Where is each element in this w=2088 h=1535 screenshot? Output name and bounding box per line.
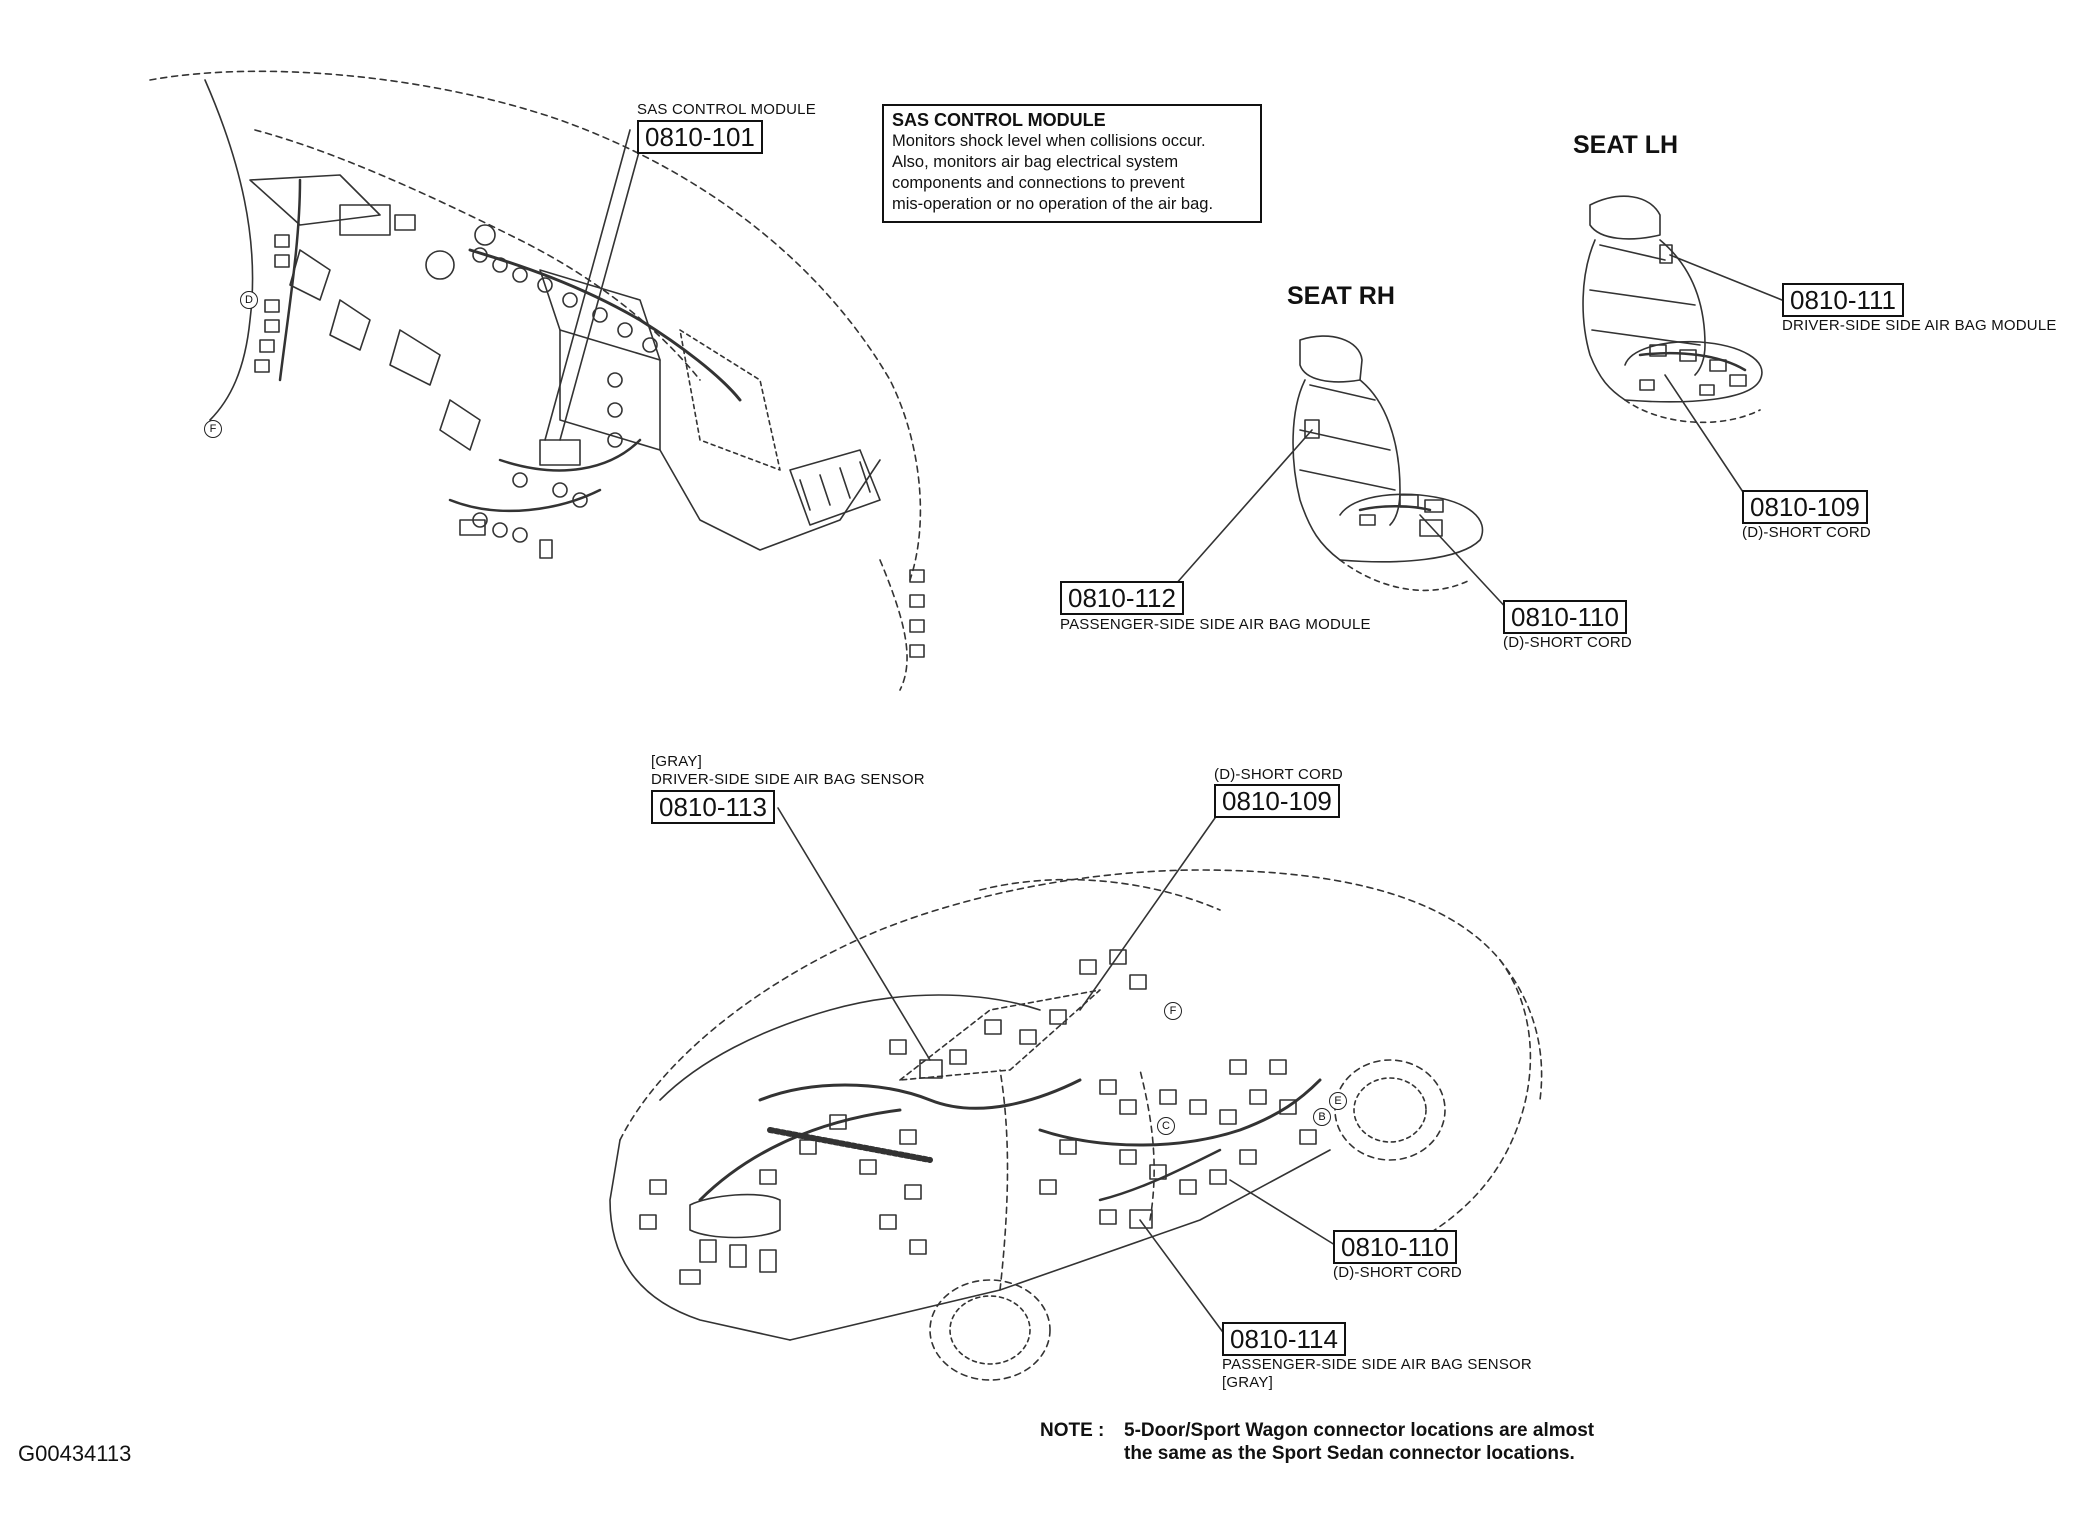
info-box-line-4: mis-operation or no operation of the air… bbox=[892, 195, 1214, 213]
driver-side-air-bag-module-label: DRIVER-SIDE SIDE AIR BAG MODULE bbox=[1782, 317, 2057, 334]
figure-id: G00434113 bbox=[18, 1441, 132, 1466]
info-box-line-1: Monitors shock level when collisions occ… bbox=[892, 132, 1206, 150]
short-cord-label-seat-rh: (D)-SHORT CORD bbox=[1503, 634, 1632, 651]
sas-control-module-label: SAS CONTROL MODULE bbox=[637, 101, 816, 118]
dashboard-illustration bbox=[149, 70, 925, 691]
note-key: NOTE : bbox=[1040, 1420, 1105, 1441]
passenger-side-air-bag-sensor-label: PASSENGER-SIDE SIDE AIR BAG SENSOR bbox=[1222, 1356, 1532, 1373]
info-box-line-2: Also, monitors air bag electrical system bbox=[892, 153, 1179, 171]
connector-code-0810-109-seat: 0810-109 bbox=[1742, 490, 1868, 524]
sas-info-box: SAS CONTROL MODULE Monitors shock level … bbox=[882, 104, 1262, 223]
marker-e-car: E bbox=[1329, 1092, 1347, 1110]
seat-rh-heading: SEAT RH bbox=[1287, 282, 1395, 310]
connector-code-0810-110-seat: 0810-110 bbox=[1503, 600, 1627, 634]
connector-code-0810-109-car: 0810-109 bbox=[1214, 784, 1340, 818]
connector-code-0810-110-car: 0810-110 bbox=[1333, 1230, 1457, 1264]
note-block: NOTE : 5-Door/Sport Wagon connector locat… bbox=[1040, 1419, 1594, 1465]
connector-code-0810-111: 0810-111 bbox=[1782, 283, 1905, 317]
note-line-2: the same as the Sport Sedan connector lo… bbox=[1124, 1443, 1575, 1464]
note-line-1: 5-Door/Sport Wagon connector locations a… bbox=[1124, 1420, 1595, 1441]
marker-c-car: C bbox=[1157, 1117, 1175, 1135]
driver-sensor-color-label: [GRAY] bbox=[651, 753, 702, 770]
seat-lh-heading: SEAT LH bbox=[1573, 131, 1679, 159]
driver-side-air-bag-sensor-label: DRIVER-SIDE SIDE AIR BAG SENSOR bbox=[651, 771, 925, 788]
marker-f: F bbox=[204, 420, 222, 438]
connector-code-0810-114: 0810-114 bbox=[1222, 1322, 1346, 1356]
connector-code-0810-113: 0810-113 bbox=[651, 790, 775, 824]
passenger-sensor-color-label: [GRAY] bbox=[1222, 1374, 1273, 1391]
info-box-title: SAS CONTROL MODULE bbox=[892, 110, 1106, 130]
marker-f-car: F bbox=[1164, 1002, 1182, 1020]
short-cord-label-seat-lh: (D)-SHORT CORD bbox=[1742, 524, 1871, 541]
marker-b-car: B bbox=[1313, 1108, 1331, 1126]
seat-lh-illustration bbox=[1582, 195, 1783, 496]
seat-rh-illustration bbox=[1174, 335, 1511, 613]
short-cord-label-car-109: (D)-SHORT CORD bbox=[1214, 766, 1343, 783]
short-cord-label-car-110: (D)-SHORT CORD bbox=[1333, 1264, 1462, 1281]
connector-code-0810-101: 0810-101 bbox=[637, 120, 763, 154]
passenger-side-air-bag-module-label: PASSENGER-SIDE SIDE AIR BAG MODULE bbox=[1060, 616, 1371, 633]
car-illustration bbox=[609, 807, 1543, 1381]
marker-d: D bbox=[240, 291, 258, 309]
info-box-line-3: components and connections to prevent bbox=[892, 174, 1185, 192]
connector-code-0810-112: 0810-112 bbox=[1060, 581, 1184, 615]
